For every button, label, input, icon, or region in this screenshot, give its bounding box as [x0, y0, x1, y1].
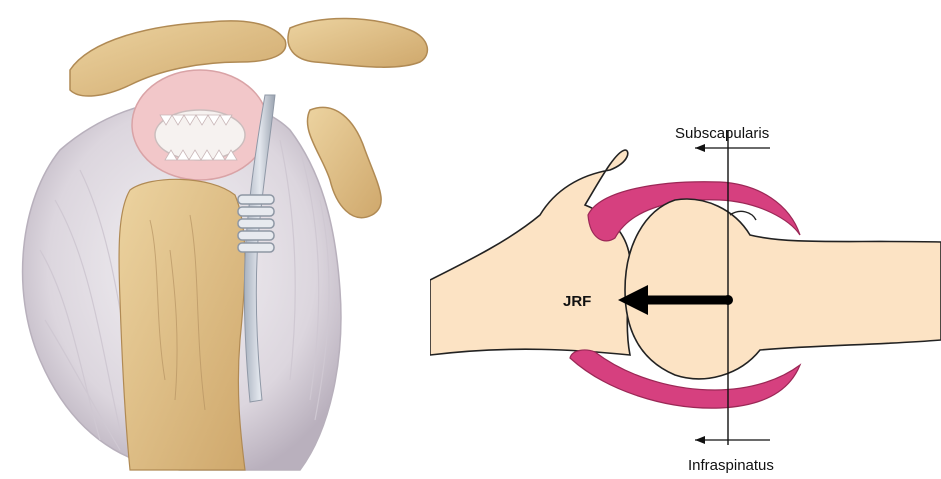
infraspinatus-label: Infraspinatus — [688, 457, 774, 474]
humerus-bone — [119, 179, 245, 470]
tendon-sheath-coils — [238, 195, 274, 252]
shoulder-anatomy-illustration — [0, 0, 430, 479]
joint-force-svg: Subscapularis Infraspinatus JRF — [430, 0, 941, 479]
joint-force-diagram: Subscapularis Infraspinatus JRF — [430, 0, 941, 479]
humeral-head-shaft — [625, 199, 941, 379]
subscapularis-force-arrow — [695, 144, 770, 152]
glenoid-scapula-shape — [430, 150, 630, 355]
clavicle-bone — [288, 18, 427, 67]
jrf-label: JRF — [563, 293, 591, 310]
subscapularis-label: Subscapularis — [675, 125, 769, 142]
shoulder-anatomy-svg — [0, 0, 430, 479]
infraspinatus-force-arrow — [695, 436, 770, 444]
